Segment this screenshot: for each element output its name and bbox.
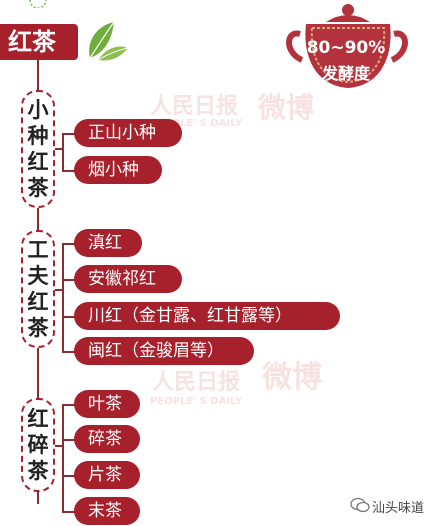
watermark-sub-1: PEOPLE' S DAILY [150, 118, 243, 129]
page-title: 红茶 [0, 24, 78, 60]
connector-1 [55, 148, 63, 150]
wechat-icon [350, 497, 370, 513]
fermentation-percent: 80~90% [306, 38, 386, 58]
watermark-brand-2: 人民日报 [152, 370, 241, 395]
item-yan: 烟小种 [74, 156, 162, 184]
item-minhong: 闽红（金骏眉等） [74, 337, 254, 365]
connector-3-1 [62, 439, 76, 441]
connector-2-0 [62, 243, 76, 245]
tea-leaf-icon [89, 21, 129, 61]
branch-3 [62, 404, 64, 512]
item-piancha: 片茶 [74, 461, 140, 489]
connector-1-1 [62, 170, 76, 172]
item-qihong: 安徽祁红 [74, 265, 182, 293]
branch-1 [62, 133, 64, 171]
item-chuanhong: 川红（金甘露、红甘露等） [74, 302, 340, 330]
connector-2-2 [62, 316, 76, 318]
watermark-sub-2: PEOPLE' S DAILY [150, 396, 243, 407]
connector-3-3 [62, 511, 76, 513]
connector-3 [55, 445, 63, 447]
connector-2-3 [62, 351, 76, 353]
category-gongfu: 工夫红茶 [21, 230, 55, 348]
watermark-weibo-2: 微博 [262, 360, 322, 395]
item-suicha: 碎茶 [74, 425, 140, 453]
connector-2 [55, 289, 63, 291]
item-zhengshan: 正山小种 [74, 119, 182, 147]
fermentation-label: 发酵度 [321, 64, 370, 83]
teapot-icon [286, 4, 408, 88]
watermark-brand-1: 人民日报 [150, 94, 239, 119]
footer-account: 汕头味道 [372, 501, 425, 516]
item-mocha: 末茶 [74, 497, 140, 525]
connector-1-0 [62, 133, 76, 135]
item-yecha: 叶茶 [74, 390, 140, 418]
top-dots-icon [29, 0, 47, 8]
item-dianhong: 滇红 [74, 229, 142, 257]
connector-3-0 [62, 404, 76, 406]
category-small-leaf: 小种红茶 [21, 90, 55, 208]
connector-3-2 [62, 475, 76, 477]
branch-2 [62, 243, 64, 352]
category-broken: 红碎茶 [21, 398, 55, 492]
connector-2-1 [62, 279, 76, 281]
watermark-weibo-1: 微博 [258, 91, 315, 124]
